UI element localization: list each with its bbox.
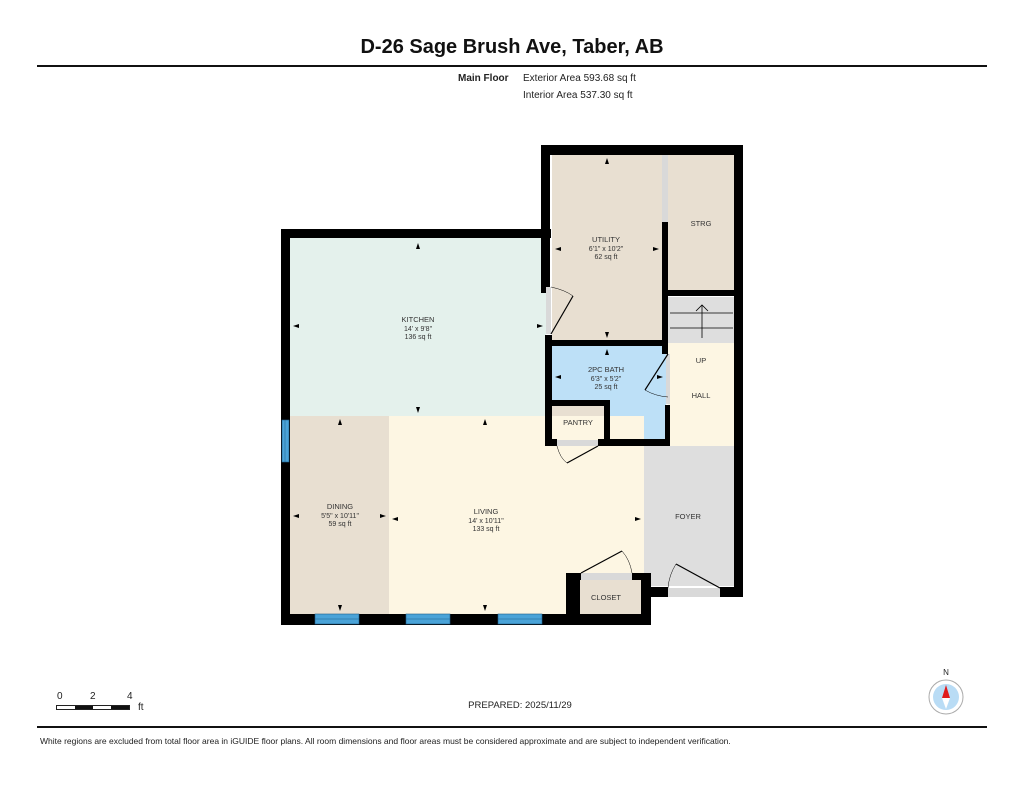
bath-door-opening <box>666 354 670 404</box>
room-closet[interactable] <box>573 580 641 614</box>
room-dims-bath: 6'3" x 5'2" <box>591 376 622 383</box>
room-label-storage: STRG <box>691 219 712 228</box>
room-area-living: 133 sq ft <box>473 526 500 533</box>
header-divider <box>37 65 987 67</box>
room-label-bath: 2PC BATH <box>588 365 624 374</box>
floor-label: Main Floor <box>458 73 509 84</box>
page-title: D-26 Sage Brush Ave, Taber, AB <box>360 36 664 58</box>
interior-area: Interior Area 537.30 sq ft <box>523 90 633 101</box>
closet-door-opening <box>581 573 632 580</box>
room-storage[interactable] <box>668 155 734 290</box>
room-utility[interactable] <box>552 155 662 341</box>
room-label-foyer: FOYER <box>675 512 701 521</box>
prepared-date: PREPARED: 2025/11/29 <box>468 700 572 711</box>
footer-divider <box>37 726 987 728</box>
storage-door-opening <box>662 155 668 222</box>
scale-label-4: 4 <box>127 691 133 702</box>
room-kitchen[interactable] <box>290 238 546 416</box>
door-swing <box>550 295 574 335</box>
compass-icon: N <box>926 668 966 718</box>
room-dims-living: 14' x 10'11" <box>468 518 504 525</box>
exterior-area: Exterior Area 593.68 sq ft <box>523 73 636 84</box>
pantry-door-opening <box>557 440 598 446</box>
room-label-living: LIVING <box>474 507 499 516</box>
scale-label-0: 0 <box>57 691 63 702</box>
stairs-icon <box>670 304 733 338</box>
scale-bar-graphic <box>56 705 130 710</box>
room-dining[interactable] <box>290 416 389 614</box>
room-label-kitchen: KITCHEN <box>402 315 435 324</box>
disclaimer: White regions are excluded from total fl… <box>40 736 731 746</box>
room-label-dining: DINING <box>327 502 353 511</box>
scale-unit: ft <box>138 702 144 713</box>
compass-north-label: N <box>943 668 949 677</box>
room-dims-kitchen: 14' x 9'8" <box>404 326 433 333</box>
room-label-up: UP <box>696 356 706 365</box>
room-area-utility: 62 sq ft <box>595 254 618 261</box>
room-foyer[interactable] <box>644 446 734 586</box>
utility-door-opening <box>546 287 551 334</box>
room-dims-utility: 6'1" x 10'2" <box>589 246 624 253</box>
room-area-dining: 59 sq ft <box>329 521 352 528</box>
room-area-bath: 25 sq ft <box>595 384 618 391</box>
room-label-utility: UTILITY <box>592 235 620 244</box>
front-door-opening <box>668 588 720 597</box>
dimension-arrows <box>293 158 663 611</box>
window <box>281 419 290 463</box>
room-label-hall: HALL <box>692 391 711 400</box>
room-label-closet: CLOSET <box>591 593 621 602</box>
room-dims-dining: 5'5" x 10'11" <box>321 513 359 520</box>
room-hall[interactable] <box>668 343 734 446</box>
room-area-kitchen: 136 sq ft <box>405 334 432 341</box>
scale-label-2: 2 <box>90 691 96 702</box>
stairs <box>668 297 734 343</box>
room-label-pantry: PANTRY <box>563 418 593 427</box>
